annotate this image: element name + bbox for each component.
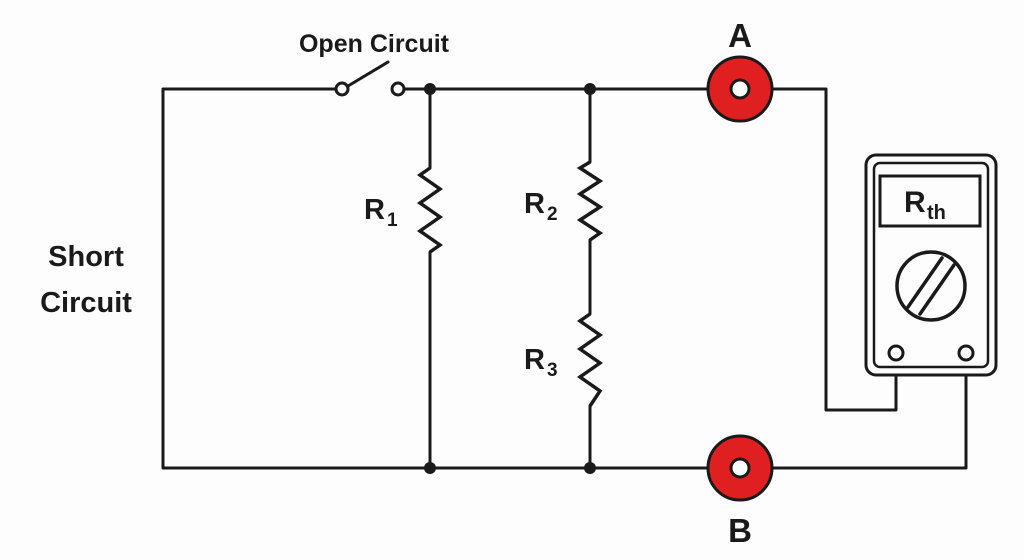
ohmmeter-body-inner bbox=[872, 161, 990, 369]
r1-label: R 1 bbox=[364, 194, 398, 231]
short-circuit-wire bbox=[161, 87, 432, 470]
ohmmeter-display bbox=[878, 174, 982, 228]
junction-dot bbox=[424, 83, 436, 95]
terminal-b bbox=[706, 434, 774, 502]
terminal-a-post bbox=[729, 78, 751, 100]
ohmmeter-display-sub: th bbox=[927, 202, 946, 224]
r2-label-main: R bbox=[524, 188, 545, 220]
ohmmeter-probe-jack-left bbox=[887, 344, 905, 362]
junction-dots bbox=[424, 83, 596, 474]
r3-label-main: R bbox=[524, 344, 545, 376]
short-circuit-label-line1: Short bbox=[48, 241, 124, 273]
junction-dot bbox=[584, 462, 596, 474]
meter-lead-a bbox=[758, 87, 898, 412]
switch-contact-left bbox=[334, 81, 350, 97]
meter-lead-b bbox=[758, 354, 968, 470]
circuit-wires bbox=[161, 87, 968, 470]
switch-contact-right bbox=[390, 81, 406, 97]
ohmmeter-probe-jack-right bbox=[957, 344, 975, 362]
resistor-r2 bbox=[576, 160, 604, 242]
resistor-r1 bbox=[416, 166, 444, 254]
terminal-a-label: A bbox=[728, 17, 752, 54]
ohmmeter-display-main: R bbox=[904, 186, 926, 219]
open-circuit-label: Open Circuit bbox=[299, 30, 450, 58]
r3-label-sub: 3 bbox=[547, 360, 558, 381]
junction-dot bbox=[584, 83, 596, 95]
short-circuit-label-line2: Circuit bbox=[40, 287, 132, 319]
ohmmeter-display-label: R th bbox=[904, 186, 946, 224]
terminal-b-label: B bbox=[728, 512, 752, 549]
resistor-r3 bbox=[576, 312, 604, 407]
ohmmeter-dial-mark bbox=[906, 256, 944, 309]
ohmmeter-dial-mark bbox=[918, 263, 956, 316]
switch-blade bbox=[346, 60, 390, 88]
r1-label-sub: 1 bbox=[387, 210, 398, 231]
open-switch bbox=[334, 60, 406, 97]
r2-label: R 2 bbox=[524, 188, 558, 225]
junction-dot bbox=[424, 462, 436, 474]
terminal-a bbox=[706, 55, 774, 123]
ohmmeter bbox=[864, 153, 998, 377]
terminal-b-post bbox=[729, 457, 751, 479]
ohmmeter-dial bbox=[895, 250, 967, 322]
r1-label-main: R bbox=[364, 194, 385, 226]
r3-label: R 3 bbox=[524, 344, 558, 381]
r2-label-sub: 2 bbox=[547, 204, 558, 225]
